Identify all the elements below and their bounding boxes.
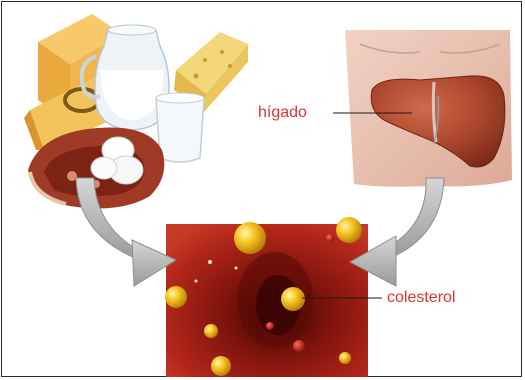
food-illustration: [24, 14, 248, 208]
torso-liver-illustration: [345, 30, 512, 187]
cholesterol-label: colesterol: [387, 289, 455, 307]
liver-label: hígado: [258, 104, 307, 122]
blood-vessel-illustration: [165, 217, 368, 377]
milk-glass: [156, 93, 204, 162]
